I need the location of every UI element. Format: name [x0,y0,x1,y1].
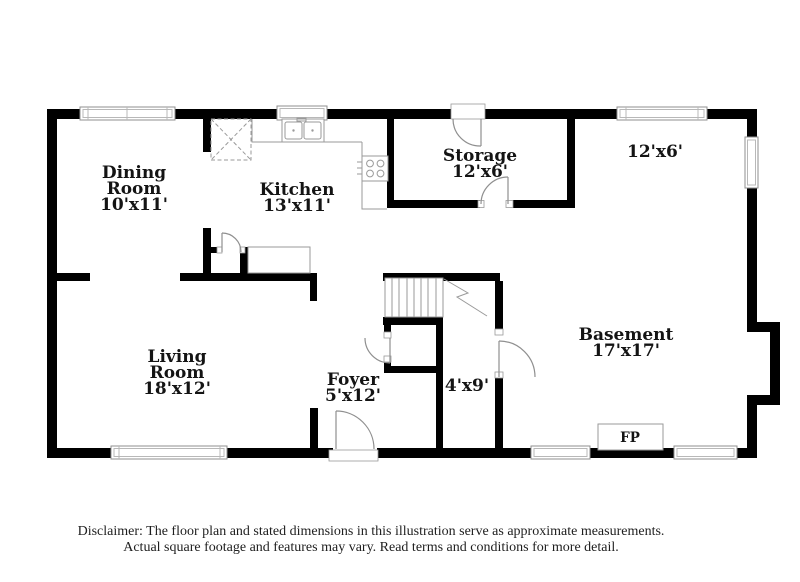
wall-segment [211,247,222,253]
wall-segment [310,281,317,301]
wall-segment [240,247,248,281]
hall-closet [247,246,311,274]
wall-segment [203,119,211,152]
wall-segment [436,317,443,448]
interior-walls [57,119,575,448]
wall-segment [747,322,780,332]
room-label-living-2: Room [150,363,205,383]
wall-segment [47,109,453,119]
kitchen-sink [281,117,325,143]
wall-segment [387,119,394,208]
disclaimer-line-1: Disclaimer: The floor plan and stated di… [77,524,665,539]
room-dims-upper-right: 12'x6' [627,142,683,162]
fireplace: FP [597,423,664,451]
room-label-kitchen: Kitchen [260,180,335,200]
wall-segment [747,395,780,405]
refrigerator-space [210,118,252,161]
kitchen-fixtures [210,117,389,210]
wall-segment [383,273,500,281]
wall-segment [384,317,391,338]
room-label-dining-1: Dining [102,163,166,183]
fireplace-label: FP [620,430,640,446]
room-label-foyer: Foyer [327,370,380,390]
door-hall-closet [216,232,246,254]
wall-segment [203,228,211,281]
window-dining [79,106,176,121]
wall-segment [383,317,443,325]
room-dims-dining: 10'x11' [100,195,168,215]
counter-top [251,119,362,143]
room-dims-kitchen: 13'x11' [263,196,331,216]
stair-break-arrow [443,278,488,317]
window-basement-left [530,445,591,460]
windows [79,105,759,460]
stairs [384,277,488,318]
room-label-living-1: Living [148,347,207,367]
window-living [110,445,228,460]
door-storage-bottom [477,176,514,208]
doors [216,103,536,462]
room-dims-living: 18'x12' [143,379,211,399]
window-basement-right [673,445,738,460]
wall-segment [747,109,757,322]
room-label-storage: Storage [443,146,517,166]
room-dims-small-room: 4'x9' [445,376,489,396]
wall-segment [747,405,757,458]
room-dims-basement: 17'x17' [592,341,660,361]
door-storage-top [450,103,486,147]
window-upper-right [616,106,708,121]
wall-segment [495,378,503,448]
wall-segment [384,366,443,373]
wall-segment [770,322,780,405]
room-dims-foyer: 5'x12' [325,386,381,406]
room-label-dining-2: Room [107,179,162,199]
wall-segment [47,109,57,458]
door-entry [328,410,379,462]
room-labels: Dining Room 10'x11' Kitchen 13'x11' Stor… [100,142,683,406]
window-right-wall [744,136,759,189]
door-foyer-closet [364,331,392,364]
disclaimer: Disclaimer: The floor plan and stated di… [0,524,742,555]
room-dims-storage: 12'x6' [452,162,508,182]
wall-segment [57,273,90,281]
room-label-basement: Basement [579,325,674,345]
wall-segment [513,200,567,208]
wall-segment [387,200,480,208]
wall-segment [310,408,318,448]
wall-segment [495,281,503,335]
door-basement [494,328,536,379]
stove [357,155,389,182]
wall-segment [180,273,317,281]
wall-segment [567,119,575,208]
disclaimer-line-2: Actual square footage and features may v… [123,539,619,555]
